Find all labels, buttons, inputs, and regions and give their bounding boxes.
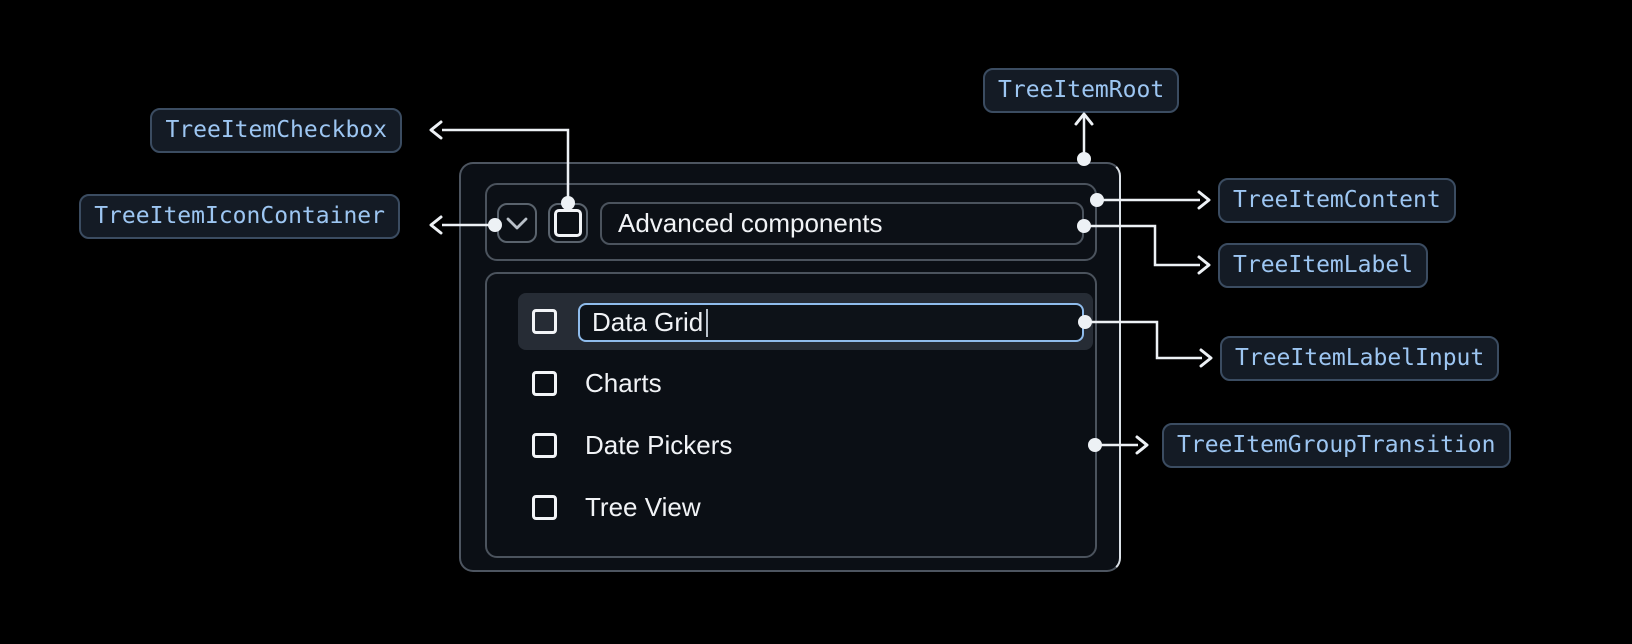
- callout-tree-item-group-transition: TreeItemGroupTransition: [1162, 423, 1511, 468]
- text-caret: [706, 308, 709, 337]
- row-label: Tree View: [585, 492, 701, 522]
- tree-item-label-input[interactable]: Data Grid: [578, 303, 1084, 342]
- tree-row-tree-view[interactable]: Tree View: [518, 479, 1093, 536]
- chevron-down-icon: [506, 217, 528, 230]
- tree-item-label: Advanced components: [600, 202, 1084, 245]
- checkbox-unchecked-icon[interactable]: [532, 309, 557, 334]
- checkbox-unchecked-icon[interactable]: [532, 371, 557, 396]
- tree-item-checkbox[interactable]: [548, 203, 588, 243]
- checkbox-unchecked-icon[interactable]: [532, 433, 557, 458]
- connector-root: [1074, 112, 1094, 166]
- checkbox-unchecked-icon[interactable]: [532, 495, 557, 520]
- tree-row-data-grid[interactable]: Data Grid: [518, 293, 1093, 350]
- checkbox-unchecked-icon: [554, 209, 582, 237]
- tree-row-charts[interactable]: Charts: [518, 355, 1093, 412]
- tree-item-icon-container[interactable]: [497, 203, 537, 243]
- callout-tree-item-content: TreeItemContent: [1218, 178, 1456, 223]
- callout-tree-item-root: TreeItemRoot: [983, 68, 1180, 113]
- callout-tree-item-label-input: TreeItemLabelInput: [1220, 336, 1500, 381]
- parent-label-text: Advanced components: [618, 208, 883, 238]
- row-label: Charts: [585, 368, 662, 398]
- callout-tree-item-checkbox: TreeItemCheckbox: [150, 108, 402, 153]
- tree-row-date-pickers[interactable]: Date Pickers: [518, 417, 1093, 474]
- label-input-value: Data Grid: [592, 307, 704, 337]
- callout-tree-item-label: TreeItemLabel: [1218, 243, 1429, 288]
- callout-tree-item-icon-container: TreeItemIconContainer: [79, 194, 400, 239]
- row-label: Date Pickers: [585, 430, 733, 460]
